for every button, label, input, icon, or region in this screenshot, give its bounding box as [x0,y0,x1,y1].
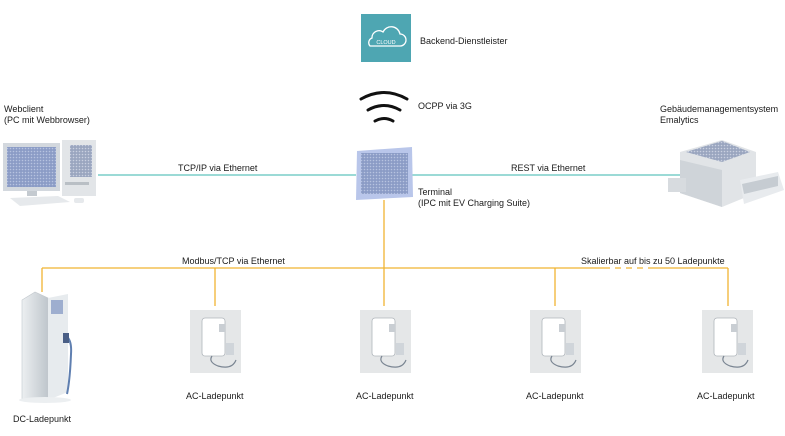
ac-charger-label-2: AC-Ladepunkt [356,391,414,401]
ac-charger-icon-3 [530,310,581,373]
scalable-label: Skalierbar auf bis zu 50 Ladepunkte [581,256,725,266]
cloud-icon [368,26,407,47]
backend-label: Backend-Dienstleister [420,36,508,46]
ac-charger-icon-2 [360,310,411,373]
webclient-title: Webclient [4,104,44,114]
cloud-backend-box: CLOUD [361,14,411,62]
terminal-ipc-icon [356,147,413,200]
bms-title: Gebäudemanagementsystem [660,104,779,114]
bms-subtitle: Emalytics [660,115,699,125]
webclient-subtitle: (PC mit Webbrowser) [4,115,90,125]
ac-charger-label-4: AC-Ladepunkt [697,391,755,401]
wifi-signal-icon [359,91,409,123]
ac-charger-label-1: AC-Ladepunkt [186,391,244,401]
modbus-bus-lines [41,200,729,306]
dc-charger-icon [19,291,73,403]
terminal-title: Terminal [418,187,453,197]
ocpp-label: OCPP via 3G [418,101,472,111]
terminal-subtitle: (IPC mit EV Charging Suite) [418,198,531,208]
tcp-link-label: TCP/IP via Ethernet [178,163,258,173]
ac-charger-icon-4 [702,310,753,373]
webclient-pc-icon [3,140,96,206]
modbus-link-label: Modbus/TCP via Ethernet [182,256,285,266]
ac-charger-icon-1 [190,310,241,373]
building-icon [668,140,784,207]
dc-charger-label: DC-Ladepunkt [13,414,72,424]
cloud-icon-text: CLOUD [376,40,395,46]
ac-charger-label-3: AC-Ladepunkt [526,391,584,401]
rest-link-label: REST via Ethernet [511,163,586,173]
